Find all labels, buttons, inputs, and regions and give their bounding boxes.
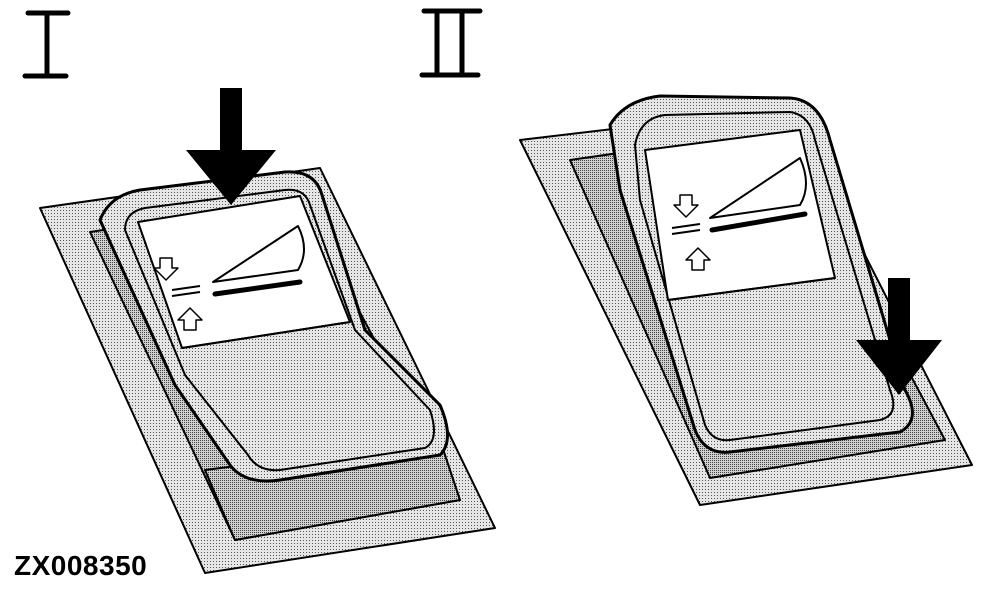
ramp-icon <box>212 225 305 283</box>
ramp-icon <box>709 157 807 219</box>
figure-code: ZX008350 <box>14 550 148 581</box>
press-arrow-II <box>856 278 942 395</box>
arrow-up-icon <box>685 247 711 271</box>
arrow-down-icon <box>153 257 179 281</box>
panel-label-I <box>22 10 71 79</box>
arrow-up-icon <box>177 307 203 331</box>
press-arrow-I <box>186 88 276 205</box>
panel-label-II <box>419 8 483 78</box>
switch-panel-II <box>519 94 973 506</box>
switch-panel-I <box>39 167 496 574</box>
arrow-down-icon <box>673 194 699 218</box>
